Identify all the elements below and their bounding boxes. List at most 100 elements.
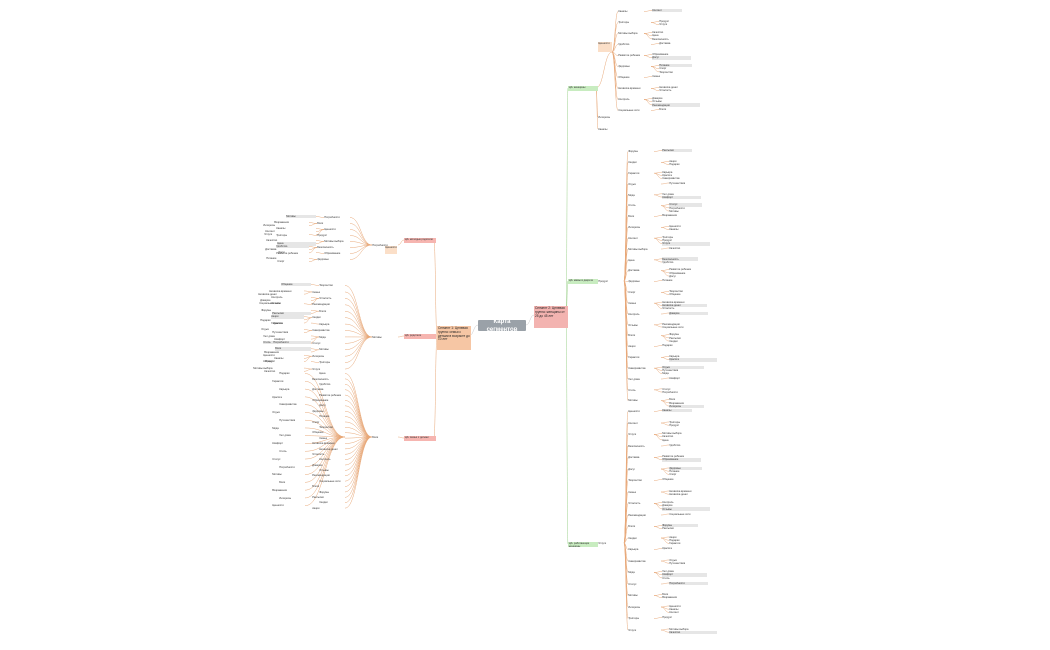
map-leaf-item[interactable]: Потребности [273,341,289,345]
map-leaf-item[interactable]: Уют дома [662,570,674,574]
map-leaf-item[interactable]: Семья [628,301,637,305]
map-leaf-item[interactable]: Развитие ребенка [319,393,341,397]
map-leaf-item[interactable]: Комфорт [272,442,284,446]
map-leaf-item[interactable]: Питание [662,279,673,283]
map-leaf-item[interactable]: Карьера [628,548,639,552]
map-leaf-item[interactable]: Возражения [662,214,677,218]
map-leaf-item[interactable]: Боли [669,398,676,402]
map-leaf-item[interactable]: Уют дома [279,434,291,438]
map-leaf-item[interactable]: Подарки [669,538,680,542]
map-leaf-item[interactable]: Контроль [271,296,283,300]
map-leaf-item[interactable]: Триггеры [669,420,681,424]
map-leaf-item[interactable]: Цена [319,372,326,376]
map-leaf-item[interactable]: Мотивы выбора [662,432,682,436]
map-leaf-item[interactable]: Доверие [312,463,323,467]
map-leaf-item[interactable]: Контент [265,230,275,234]
map-leaf-item[interactable]: Саморазвитие [662,177,680,181]
branch-left-mid[interactable]: ЦА: родители [404,334,436,339]
map-leaf-item[interactable]: Цена [652,34,659,38]
map-leaf-item[interactable]: Досуг [628,467,635,471]
map-leaf-item[interactable]: Доставка [312,388,324,392]
map-leaf-item[interactable]: Подарки [669,163,680,167]
map-leaf-item[interactable]: Цена [662,438,669,442]
map-leaf-item[interactable]: Цена [628,258,635,262]
map-leaf-item[interactable]: Интересы [669,404,705,409]
map-leaf-item[interactable]: Каналы [669,228,679,232]
map-leaf-item[interactable]: Ценности [324,228,336,232]
map-leaf-item[interactable]: Контент [652,9,683,13]
map-leaf-item[interactable]: Статус [628,582,637,586]
map-leaf-item[interactable]: Мотивы [628,399,638,403]
map-leaf-item[interactable]: Цена [277,242,317,246]
right-sub-interests[interactable]: Интересы [598,116,611,120]
map-leaf-item[interactable]: Триггеры [276,233,288,237]
map-leaf-item[interactable]: Акции [312,506,320,510]
map-leaf-item[interactable]: Питание [319,415,330,419]
map-leaf-item[interactable]: Общение [281,283,312,287]
map-leaf-item[interactable]: Потребности [324,216,340,220]
map-leaf-item[interactable]: Статус [669,203,703,207]
map-leaf-item[interactable]: Каналы [276,227,286,231]
map-leaf-item[interactable]: Здоровье [628,280,640,284]
map-leaf-item[interactable]: Мотивы выбора [324,240,344,244]
map-leaf-item[interactable]: Ценности [669,604,681,608]
map-leaf-item[interactable]: Образование [652,53,669,57]
map-leaf-item[interactable]: Стиль [628,204,636,208]
map-leaf-item[interactable]: Продукт [317,234,328,238]
map-leaf-item[interactable]: Образование [324,252,341,256]
map-leaf-item[interactable]: Социальные сети [669,512,691,516]
map-leaf-item[interactable]: Гарантии [271,321,283,325]
map-leaf-item[interactable]: Нехватка времени [669,489,692,493]
map-leaf-item[interactable]: Путешествия [669,181,686,185]
map-leaf-item[interactable]: Интересы [279,496,292,500]
map-leaf-item[interactable]: Акции [271,315,305,319]
map-leaf-item[interactable]: Доставка [628,456,640,460]
map-leaf-item[interactable]: Блоги [628,525,636,529]
map-leaf-item[interactable]: Мотивы выбора [618,32,638,36]
map-leaf-item[interactable]: Скидки [669,339,678,343]
map-leaf-item[interactable]: Путешествия [669,561,686,565]
map-leaf-item[interactable]: Семья [628,490,637,494]
map-leaf-item[interactable]: Образование [312,399,329,403]
right-sub-product[interactable]: Продукт [598,280,609,284]
map-leaf-item[interactable]: Гарантии [669,542,681,546]
branch-left-top[interactable]: ЦА: молодые родители [404,238,436,243]
map-leaf-item[interactable]: Саморазвитие [279,403,297,407]
map-leaf-item[interactable]: Усталость [659,89,672,93]
map-leaf-item[interactable]: Форумы [662,524,699,528]
map-leaf-item[interactable]: Общение [312,431,324,435]
map-leaf-item[interactable]: Возражения [662,596,677,600]
map-leaf-item[interactable]: Нехватка времени [662,300,685,304]
map-leaf-item[interactable]: Безопасность [628,444,645,448]
left-sub-needs[interactable]: Потребности [372,244,388,248]
map-leaf-item[interactable]: Продукт [659,20,670,24]
map-leaf-item[interactable]: Семья [652,75,661,79]
map-leaf-item[interactable]: Уют дома [662,192,674,196]
map-leaf-item[interactable]: Качество [266,239,278,243]
map-leaf-item[interactable]: Интересы [628,226,641,230]
map-leaf-item[interactable]: Мода [662,372,669,376]
map-leaf-item[interactable]: Отзывы [319,469,329,473]
map-leaf-item[interactable]: Триггеры [662,235,674,239]
map-leaf-item[interactable]: Рассылки [669,336,681,340]
map-leaf-item[interactable]: Контент [669,611,679,615]
left-sub-pains[interactable]: Боли [372,436,379,440]
map-leaf-item[interactable]: Нехватка денег [319,447,338,451]
map-leaf-item[interactable]: Мода [628,193,635,197]
map-leaf-item[interactable]: Акции [669,160,677,164]
map-leaf-item[interactable]: Общение [662,478,674,482]
map-leaf-item[interactable]: Контент [628,421,638,425]
map-leaf-item[interactable]: Триггеры [628,617,640,621]
map-leaf-item[interactable]: Рекомендации [662,322,680,326]
right-sub-channels[interactable]: Каналы [598,128,608,132]
map-leaf-item[interactable]: Возражения [274,221,289,225]
map-leaf-item[interactable]: Социальные сети [618,109,640,113]
map-leaf-item[interactable]: Боли [628,215,635,219]
map-leaf-item[interactable]: Спорт [659,67,667,71]
map-leaf-item[interactable]: Блоги [312,485,320,489]
map-leaf-item[interactable]: Мода [319,335,326,339]
map-leaf-item[interactable]: Красота [669,358,718,362]
map-leaf-item[interactable]: Ценности [628,410,640,414]
map-leaf-item[interactable]: Саморазвитие [312,329,330,333]
map-leaf-item[interactable]: Спорт [628,291,636,295]
